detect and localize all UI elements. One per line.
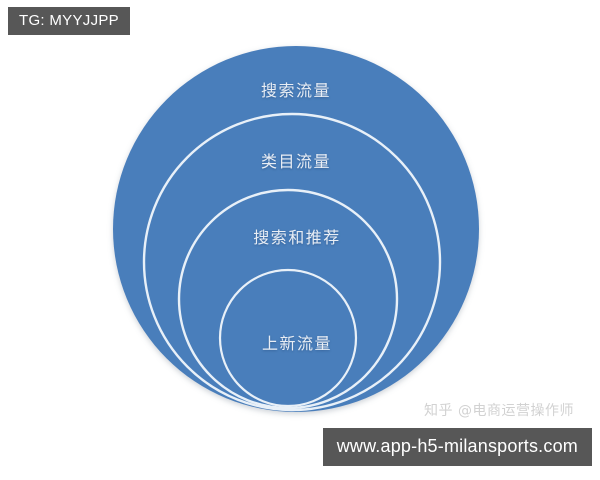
- site-url-badge: www.app-h5-milansports.com: [322, 428, 592, 466]
- ring-new-arrival-traffic: [218, 268, 358, 408]
- zhihu-watermark: 知乎 @电商运营操作师: [424, 403, 574, 419]
- ring-search-and-recommend: [177, 188, 399, 410]
- ring-category-traffic: [142, 112, 442, 412]
- circle-group-search-recommend: [177, 188, 399, 410]
- circle-group-outer: [113, 46, 479, 412]
- ring-search-traffic: [113, 46, 479, 412]
- circle-group-new-arrival: [218, 268, 358, 408]
- telegram-handle-badge: TG: MYYJJPP: [8, 7, 130, 35]
- circle-group-category: [142, 112, 442, 412]
